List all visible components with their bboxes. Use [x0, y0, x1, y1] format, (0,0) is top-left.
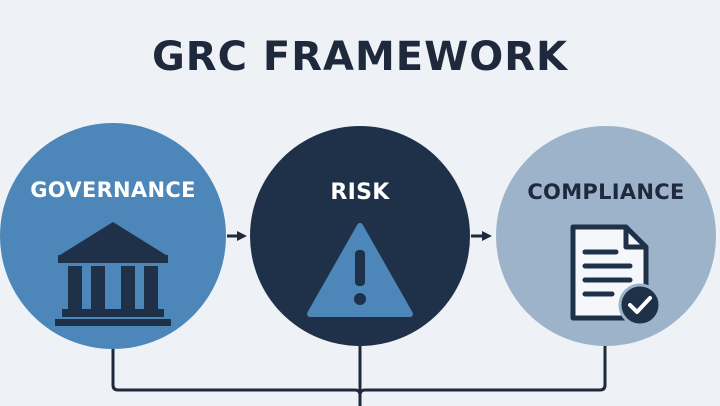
diagram-title: GRC FRAMEWORK [151, 34, 569, 80]
risk-label: RISK [330, 180, 390, 205]
compliance-label: COMPLIANCE [527, 180, 685, 204]
warning-triangle-icon [307, 223, 413, 317]
courthouse-icon [55, 222, 171, 326]
bottom-connector-lines [111, 340, 607, 406]
document-check-icon [570, 224, 662, 327]
governance-label: GOVERNANCE [30, 178, 196, 202]
